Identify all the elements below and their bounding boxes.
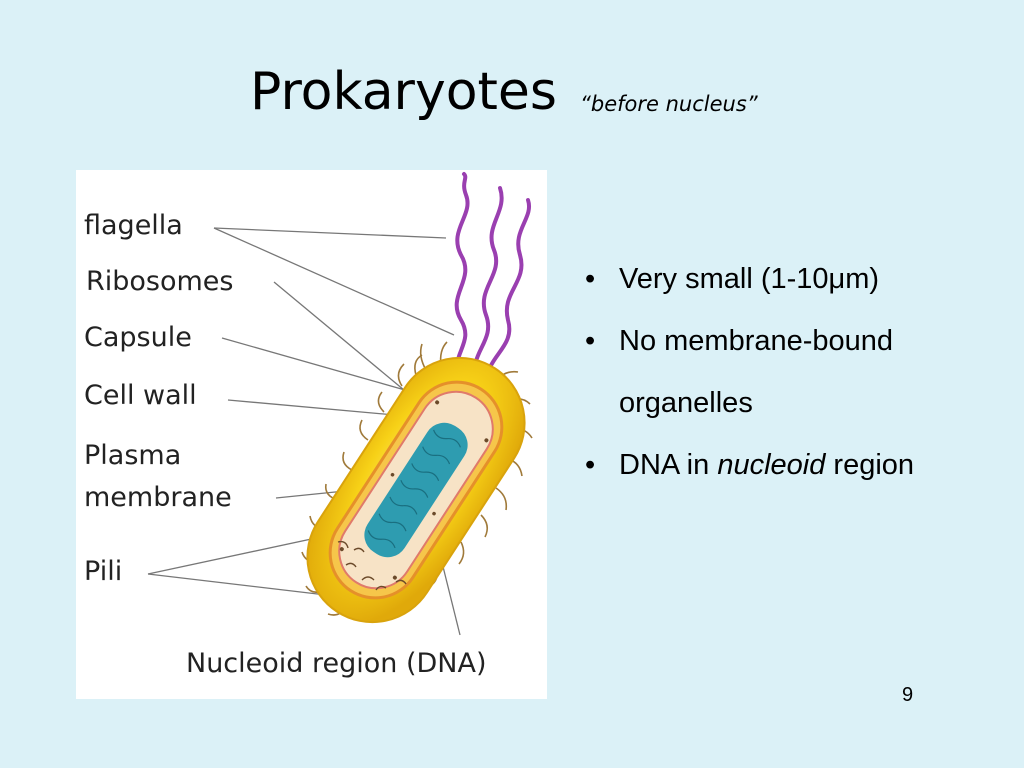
slide-subtitle: “before nucleus” (580, 92, 758, 116)
bacterium-diagram: flagella Ribosomes Capsule Cell wall Pla… (76, 170, 547, 699)
bacterium-illustration (147, 172, 533, 636)
label-nucleoid: Nucleoid region (DNA) (186, 648, 487, 679)
capsule-texture (337, 540, 407, 591)
bullet-size: Very small (1-10μm) (585, 248, 1005, 310)
bullet-dna-post: region (825, 449, 915, 481)
bullet-list: Very small (1-10μm) No membrane-bound or… (585, 248, 1005, 496)
label-ribosomes: Ribosomes (86, 266, 234, 297)
bullet-organelles-line2: organelles (619, 387, 753, 419)
bullet-dna-pre: DNA in (619, 449, 718, 481)
bullet-organelles-line1: No membrane-bound (619, 325, 894, 357)
label-pili: Pili (84, 556, 123, 587)
label-cell-wall: Cell wall (84, 380, 197, 411)
bullet-organelles: No membrane-bound organelles (585, 310, 1005, 434)
bullet-dna: DNA in nucleoid region (585, 434, 1005, 496)
label-plasma: Plasma (84, 440, 182, 471)
capsule-shape (306, 356, 526, 624)
flagella-strands (454, 172, 532, 387)
label-flagella: flagella (84, 210, 183, 241)
page-number: 9 (902, 684, 914, 706)
label-membrane: membrane (84, 482, 232, 513)
bullet-dna-emphasis: nucleoid (717, 449, 826, 481)
slide-title: Prokaryotes (250, 62, 557, 122)
bullet-size-text: Very small (1-10μm) (619, 263, 880, 295)
label-capsule: Capsule (84, 322, 192, 353)
